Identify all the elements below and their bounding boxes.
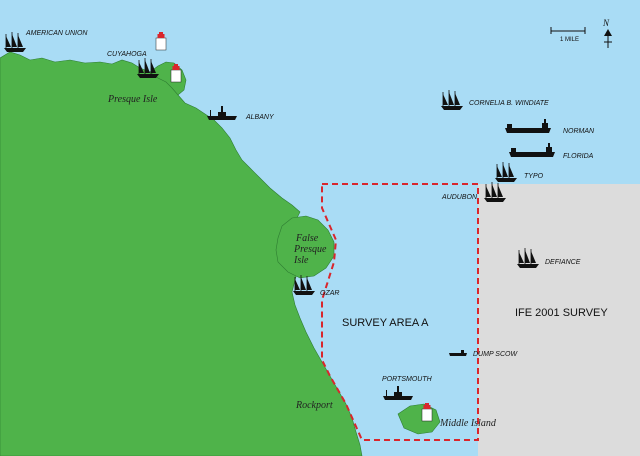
wreck-label: DUMP SCOW <box>473 351 518 358</box>
scale-bar: 1 MILE <box>550 27 586 43</box>
north-label: N <box>602 18 610 28</box>
wreck-label: CUYAHOGA <box>107 51 147 58</box>
wreck-label: ALBANY <box>245 114 275 121</box>
north-arrow-icon: N <box>602 18 612 48</box>
ife-survey-area <box>478 184 640 456</box>
wreck-cornelia: CORNELIA B. WINDIATE <box>441 90 549 110</box>
wreck-florida: FLORIDA <box>509 143 594 160</box>
survey-area-a-boundary <box>321 183 479 441</box>
wreck-audubon: AUDUBON <box>441 182 506 202</box>
survey-area-a-label: SURVEY AREA A <box>342 317 429 329</box>
place-rockport: Rockport <box>295 400 333 411</box>
place-false-presque-isle-1: False <box>295 233 319 244</box>
wreck-label: AUDUBON <box>441 194 478 201</box>
wreck-ozar: OZAR <box>293 275 339 297</box>
ife-survey-label: IFE 2001 SURVEY <box>515 307 608 319</box>
wreck-typo: TYPO <box>495 162 544 182</box>
wreck-american-union: AMERICAN UNION <box>4 30 88 52</box>
lighthouse-icon <box>155 31 167 51</box>
wreck-cuyahoga: CUYAHOGA <box>107 51 159 78</box>
wreck-portsmouth: PORTSMOUTH <box>382 376 433 400</box>
scale-label: 1 MILE <box>560 37 579 43</box>
false-presque-isle <box>275 215 335 279</box>
lighthouse-icon <box>421 402 433 422</box>
wreck-label: FLORIDA <box>563 153 594 160</box>
wreck-label: PORTSMOUTH <box>382 376 433 383</box>
place-false-presque-isle-2: Presque <box>293 244 327 255</box>
lighthouse-icon <box>170 63 182 83</box>
wreck-label: TYPO <box>524 173 544 180</box>
wreck-label: AMERICAN UNION <box>25 30 88 37</box>
wreck-label: OZAR <box>320 290 339 297</box>
wreck-label: NORMAN <box>563 128 595 135</box>
wreck-dump-scow: DUMP SCOW <box>449 350 518 358</box>
wreck-albany: ALBANY <box>207 106 275 121</box>
wreck-label: CORNELIA B. WINDIATE <box>469 100 549 107</box>
wreck-label: DEFIANCE <box>545 259 581 266</box>
wreck-norman: NORMAN <box>505 119 595 135</box>
wreck-defiance: DEFIANCE <box>517 248 581 268</box>
place-middle-island: Middle Island <box>439 418 497 429</box>
place-false-presque-isle-3: Isle <box>293 255 309 266</box>
place-presque-isle: Presque Isle <box>107 94 158 105</box>
